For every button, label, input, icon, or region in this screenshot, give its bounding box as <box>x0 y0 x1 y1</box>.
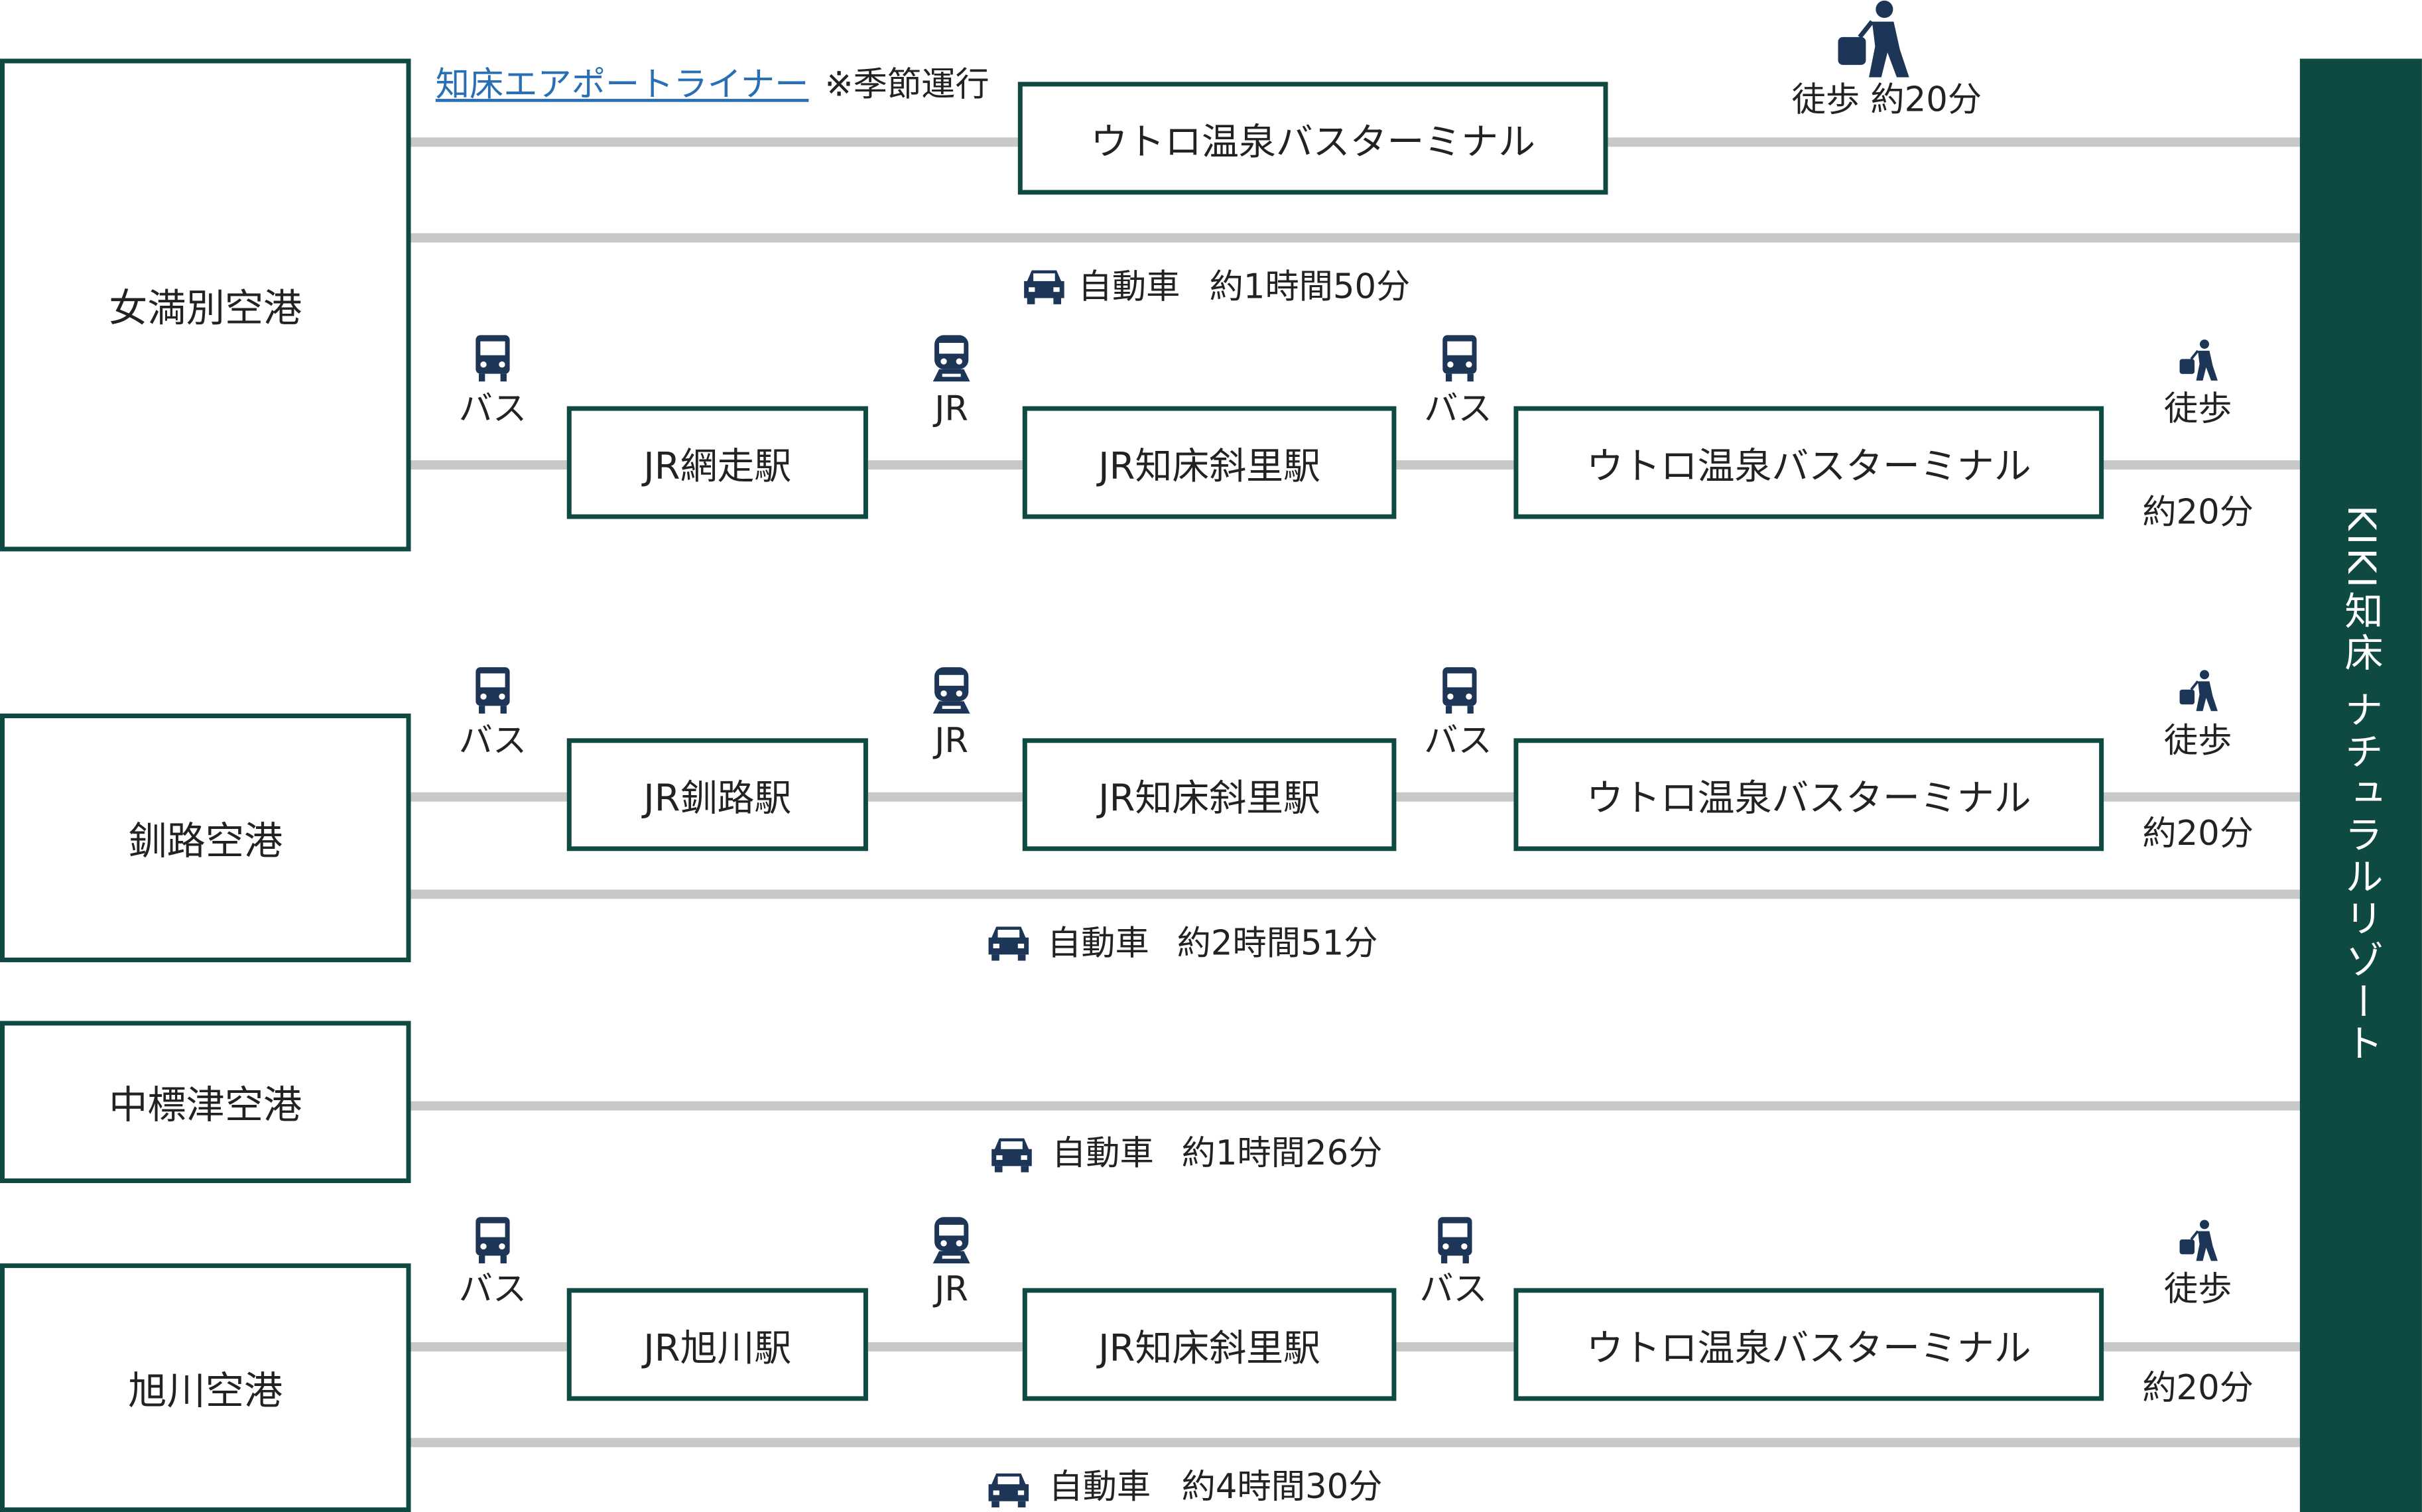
mode-jr-label: JR <box>934 391 969 430</box>
route-line-car-nakashibetsu <box>407 1101 2300 1111</box>
station-utoro: ウトロ温泉バスターミナル <box>1513 1288 2104 1401</box>
station-utoro: ウトロ温泉バスターミナル <box>1513 738 2104 851</box>
route-line-car-kushiro <box>407 889 2300 899</box>
mode-bus-label: バス <box>458 1271 527 1310</box>
airport-asahikawa: 旭川空港 <box>0 1263 411 1512</box>
station-utoro: ウトロ温泉バスターミナル <box>1513 406 2104 519</box>
bus-icon <box>1436 1216 1474 1265</box>
destination-label: KIKI知床 ナチュラルリゾート <box>2339 505 2384 1066</box>
mode-bus-label: バス <box>1424 722 1492 762</box>
airport-nakashibetsu: 中標津空港 <box>0 1021 411 1184</box>
bus-icon <box>474 334 511 383</box>
mode-bus-label: バス <box>1419 1271 1488 1310</box>
bus-icon <box>474 1216 511 1265</box>
airport-kushiro: 釧路空港 <box>0 713 411 962</box>
mode-bus-label: バス <box>458 722 527 762</box>
train-icon <box>931 1216 972 1265</box>
car-time-kushiro: 約2時間51分 <box>1177 925 1378 964</box>
mode-jr-label: JR <box>934 722 969 762</box>
mode-walk-label: 徒歩 <box>2163 722 2232 762</box>
walk-time: 約20分 <box>2142 494 2254 533</box>
car-icon <box>989 1133 1035 1174</box>
airport-memanbetsu: 女満別空港 <box>0 58 411 552</box>
car-label: 自動車 <box>1047 925 1149 964</box>
walk-luggage-icon <box>2177 337 2223 383</box>
station-shiretoko-shari: JR知床斜里駅 <box>1022 1288 1397 1401</box>
walk-time: 約20分 <box>2142 815 2254 854</box>
station-abashiri: JR網走駅 <box>566 406 868 519</box>
car-time-memanbetsu: 約1時間50分 <box>1209 269 1411 308</box>
mode-bus-label: バス <box>458 391 527 430</box>
mode-bus-label: バス <box>1424 391 1492 430</box>
bus-icon <box>1441 334 1478 383</box>
station-shiretoko-shari: JR知床斜里駅 <box>1022 406 1397 519</box>
walk-time-top: 徒歩 約20分 <box>1791 82 1982 121</box>
car-time-nakashibetsu: 約1時間26分 <box>1181 1135 1383 1174</box>
walk-luggage-icon <box>2177 667 2223 714</box>
walk-luggage-icon <box>2177 1217 2223 1263</box>
seasonal-note: ※季節運行 <box>824 66 989 105</box>
car-label: 自動車 <box>1049 1468 1151 1508</box>
route-line-car-memanbetsu <box>407 233 2300 243</box>
mode-walk-label: 徒歩 <box>2163 1271 2232 1310</box>
car-time-asahikawa: 約4時間30分 <box>1181 1468 1383 1508</box>
station-asahikawa: JR旭川駅 <box>566 1288 868 1401</box>
car-icon <box>986 1469 1032 1509</box>
bus-icon <box>474 666 511 716</box>
car-label: 自動車 <box>1052 1135 1154 1174</box>
car-icon <box>986 922 1032 962</box>
route-line-car-asahikawa <box>407 1438 2300 1448</box>
train-icon <box>931 666 972 716</box>
walk-time: 約20分 <box>2142 1369 2254 1409</box>
station-shiretoko-shari: JR知床斜里駅 <box>1022 738 1397 851</box>
mode-jr-label: JR <box>934 1271 969 1310</box>
train-icon <box>931 334 972 383</box>
utoro-terminal-box: ウトロ温泉バスターミナル <box>1017 82 1608 195</box>
bus-icon <box>1441 666 1478 716</box>
airport-liner-link[interactable]: 知床エアポートライナー <box>435 66 809 105</box>
station-kushiro: JR釧路駅 <box>566 738 868 851</box>
destination-bar: KIKI知床 ナチュラルリゾート <box>2299 58 2422 1512</box>
car-label: 自動車 <box>1078 269 1180 308</box>
mode-walk-label: 徒歩 <box>2163 391 2232 430</box>
walk-luggage-icon <box>1832 0 1918 78</box>
car-icon <box>1021 266 1067 306</box>
